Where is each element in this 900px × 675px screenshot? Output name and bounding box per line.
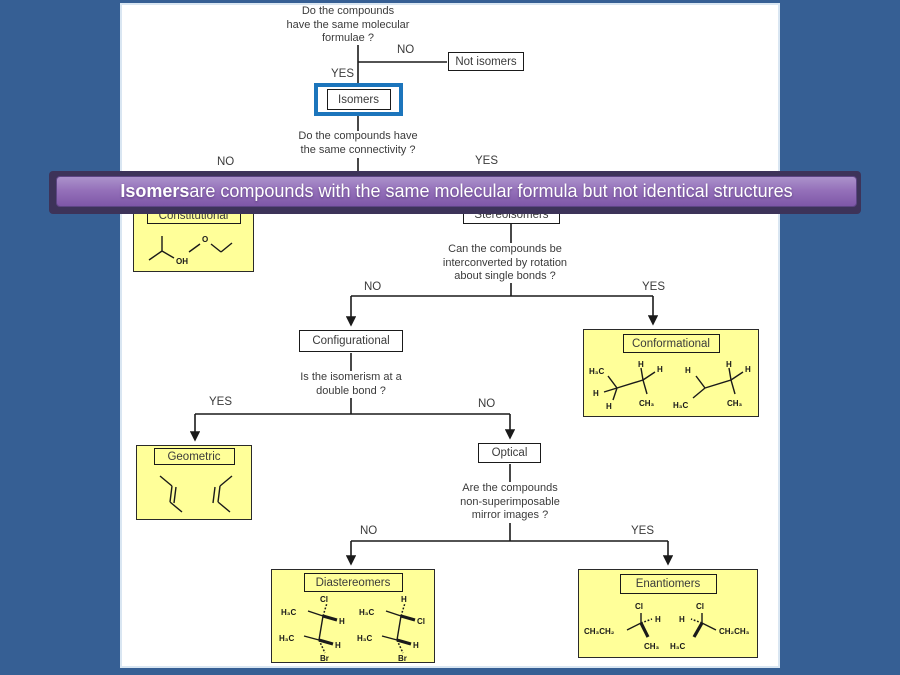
- no-label: NO: [217, 156, 235, 168]
- atom-label: H: [413, 641, 419, 650]
- atom-label: H: [339, 617, 345, 626]
- yes-label: YES: [331, 68, 355, 80]
- atom-label: H: [335, 641, 341, 650]
- node-diastereomers-card: Diastereomers H₃C Cl H H₃C H Br H₃C H Cl…: [271, 569, 435, 663]
- geometric-structures: [159, 475, 233, 513]
- node-conformational: Conformational: [622, 334, 720, 353]
- bonds: [148, 236, 233, 261]
- question-rotation-single-bonds: Can the compounds be interconverted by r…: [442, 243, 568, 282]
- atom-label: H: [401, 596, 407, 604]
- atom-label: CH₃: [639, 399, 655, 408]
- bonds: [603, 367, 744, 401]
- atom-label: Br: [320, 654, 329, 662]
- atom-label: H₃C: [359, 608, 374, 617]
- yes-label: YES: [209, 396, 233, 408]
- atom-label: OH: [176, 257, 188, 266]
- node-conformational-card: Conformational H₃C H H H H CH₃ H H H H₃C…: [583, 329, 759, 417]
- atom-label: H: [655, 615, 661, 624]
- question-mirror-images: Are the compounds non-superimposable mir…: [460, 482, 560, 521]
- node-enantiomers: Enantiomers: [619, 574, 717, 594]
- question-double-bond: Is the isomerism at a double bond ?: [300, 371, 402, 397]
- node-enantiomers-card: Enantiomers Cl CH₃CH₂ H CH₃ Cl H H₃C CH₂…: [578, 569, 758, 658]
- conformational-structures: H₃C H H H H CH₃ H H H H₃C CH₃: [589, 360, 751, 411]
- diastereomers-structures: H₃C Cl H H₃C H Br H₃C H Cl H₃C H Br: [279, 596, 425, 662]
- atom-label: H: [679, 615, 685, 624]
- enantiomers-structures: Cl CH₃CH₂ H CH₃ Cl H H₃C CH₂CH₃: [584, 602, 750, 651]
- atom-label: H₃C: [670, 642, 685, 651]
- node-constitutional-card: Constitutional OH O: [133, 204, 254, 272]
- banner-text: are compounds with the same molecular fo…: [189, 181, 793, 201]
- atom-label: O: [202, 235, 208, 244]
- atom-label: CH₃: [644, 642, 660, 651]
- node-geometric-card: Geometric: [136, 445, 252, 520]
- no-label: NO: [360, 525, 378, 537]
- yes-label: YES: [631, 525, 655, 537]
- isomers-highlight-box: Isomers: [314, 83, 403, 116]
- atom-label: H: [606, 402, 612, 411]
- bonds: [303, 602, 416, 654]
- atom-label: Cl: [635, 602, 643, 611]
- question-molecular-formulae: Do the compounds have the same molecular…: [286, 5, 410, 44]
- atom-label: H₃C: [673, 401, 688, 410]
- atom-label: H: [745, 365, 751, 374]
- atom-label: Cl: [417, 617, 425, 626]
- question-connectivity: Do the compounds have the same connectiv…: [298, 130, 418, 156]
- bonds: [159, 475, 233, 513]
- atom-label: H: [726, 360, 732, 369]
- atom-label: Cl: [696, 602, 704, 611]
- no-label: NO: [478, 398, 496, 410]
- yes-label: YES: [475, 155, 499, 167]
- atom-label: H: [593, 389, 599, 398]
- node-configurational: Configurational: [299, 330, 403, 352]
- no-label: NO: [364, 281, 382, 293]
- atom-label: H: [657, 365, 663, 374]
- bonds: [626, 613, 717, 638]
- banner-highlight-word: Isomers: [120, 181, 190, 201]
- node-geometric: Geometric: [153, 448, 235, 465]
- constitutional-structures: OH O: [148, 235, 233, 266]
- node-optical: Optical: [478, 443, 541, 463]
- atom-label: H₃C: [589, 367, 604, 376]
- node-isomers: Isomers: [326, 89, 391, 110]
- atom-label: CH₃CH₂: [584, 627, 615, 636]
- atom-label: CH₃: [727, 399, 743, 408]
- definition-banner: Isomers are compounds with the same mole…: [56, 176, 857, 207]
- atom-label: H₃C: [281, 608, 296, 617]
- atom-label: H₃C: [279, 634, 294, 643]
- no-label: NO: [397, 44, 415, 56]
- yes-label: YES: [642, 281, 666, 293]
- atom-label: H: [685, 366, 691, 375]
- atom-label: H₃C: [357, 634, 372, 643]
- atom-label: H: [638, 360, 644, 369]
- atom-label: Cl: [320, 596, 328, 604]
- node-not-isomers: Not isomers: [448, 52, 524, 71]
- node-diastereomers: Diastereomers: [303, 573, 403, 592]
- atom-label: Br: [398, 654, 407, 662]
- atom-label: CH₂CH₃: [719, 627, 750, 636]
